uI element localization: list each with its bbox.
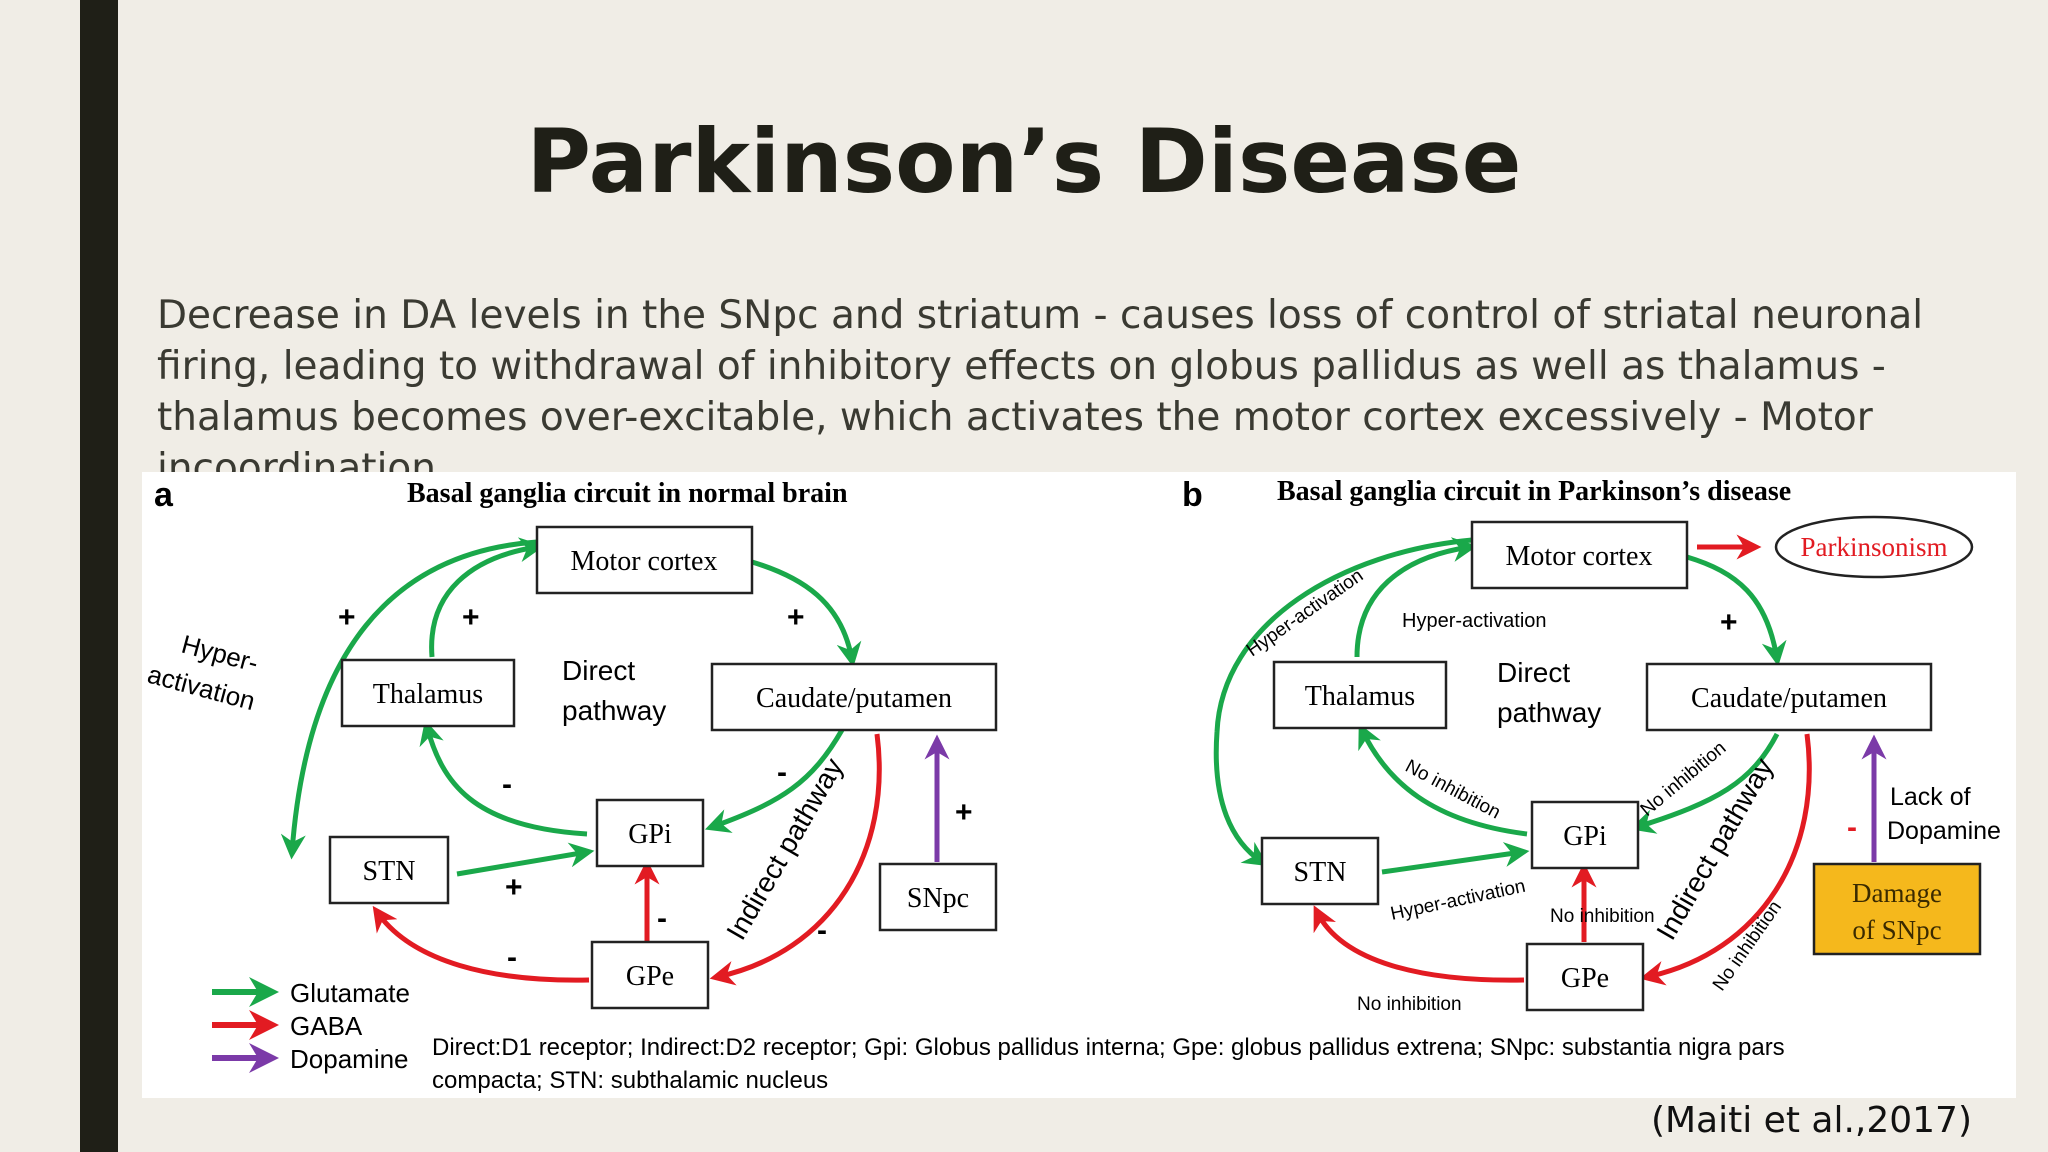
sign-minus-a-1: - <box>502 768 512 801</box>
label-dopamine-b: Dopamine <box>1887 817 2001 845</box>
label-no-inhibition-b-3: No inhibition <box>1550 906 1655 927</box>
figure-footnote-line1: Direct:D1 receptor; Indirect:D2 receptor… <box>432 1034 1785 1061</box>
node-parkinsonism-label: Parkinsonism <box>1800 532 1947 562</box>
arrow-motor-to-caudate-b <box>1686 554 1787 667</box>
sign-plus-b: + <box>1720 606 1738 639</box>
sign-plus-a-2: + <box>462 601 480 634</box>
node-motor-cortex-a-label: Motor cortex <box>571 546 718 577</box>
arrow-gpe-to-stn-b <box>1313 905 1525 983</box>
node-caudate-a <box>710 662 998 732</box>
node-damage-line1: Damage <box>1852 878 1942 908</box>
node-caudate-b <box>1645 662 1933 732</box>
figure-footnote-line2: compacta; STN: subthalamic nucleus <box>432 1067 828 1094</box>
arrow-caudate-to-gpi-b <box>1629 732 1780 834</box>
arrow-motor-to-stn <box>280 539 538 860</box>
panel-b-heading: Basal ganglia circuit in Parkinson’s dis… <box>1277 476 1791 507</box>
node-gpi-b-label: GPi <box>1563 821 1607 852</box>
node-motor-cortex-b <box>1470 520 1689 590</box>
sign-minus-a-2: - <box>777 756 787 789</box>
legend-gaba-label: GABA <box>290 1011 363 1041</box>
node-gpe-b-label: GPe <box>1561 963 1609 994</box>
label-lack-of: Lack of <box>1890 783 1971 811</box>
arrow-gpi-to-thalamus <box>419 719 588 837</box>
node-gpi-a <box>595 798 705 868</box>
node-thalamus-b <box>1272 660 1448 730</box>
node-motor-cortex-a <box>535 525 754 595</box>
sign-minus-b: - <box>1847 811 1857 844</box>
node-gpi-b <box>1530 800 1640 870</box>
arrow-caudate-to-gpi <box>704 728 845 833</box>
label-direct-a: Direct <box>562 655 635 686</box>
slide-title: Parkinson’s Disease <box>526 110 1522 213</box>
basal-ganglia-figure: a Basal ganglia circuit in normal brain … <box>142 472 2016 1098</box>
label-hyper-activation-b-2: Hyper-activation <box>1402 610 1547 632</box>
node-damage-snpc <box>1812 862 1982 956</box>
arrow-caudate-to-gpe <box>709 733 882 986</box>
sign-plus-a-4: + <box>505 871 523 904</box>
arrow-caudate-to-gpe-b <box>1639 733 1812 986</box>
node-caudate-a-label: Caudate/putamen <box>756 683 952 714</box>
node-thalamus-a-label: Thalamus <box>373 679 483 710</box>
sign-minus-a-3: - <box>657 902 667 935</box>
arrow-thalamus-to-motor <box>429 537 545 658</box>
node-caudate-b-label: Caudate/putamen <box>1691 683 1887 714</box>
panel-b-letter: b <box>1182 476 1203 514</box>
node-gpe-a-label: GPe <box>626 961 674 992</box>
arrow-motor-to-stn-b <box>1213 537 1473 867</box>
node-gpi-a-label: GPi <box>628 819 672 850</box>
sign-plus-a-3: + <box>787 601 805 634</box>
node-gpe-b <box>1525 942 1645 1012</box>
node-stn-a <box>328 835 450 905</box>
panel-a-letter: a <box>154 476 174 514</box>
arrow-gpi-to-thalamus-b <box>1358 723 1528 837</box>
node-thalamus-b-label: Thalamus <box>1305 681 1415 712</box>
sign-plus-a-1: + <box>338 601 356 634</box>
arrow-stn-to-gpi-b <box>1381 842 1530 875</box>
node-snpc-a-label: SNpc <box>907 883 969 914</box>
accent-bar <box>80 0 118 1152</box>
basal-ganglia-diagram: a Basal ganglia circuit in normal brain … <box>142 472 2016 1098</box>
node-parkinsonism <box>1774 515 1974 579</box>
node-thalamus-a <box>340 658 516 728</box>
citation: (Maiti et al.,2017) <box>1650 1100 1972 1141</box>
node-stn-b-label: STN <box>1294 857 1347 888</box>
sign-minus-a-5: - <box>817 914 827 947</box>
label-pathway-a: pathway <box>562 695 666 726</box>
label-pathway-b: pathway <box>1497 697 1601 728</box>
arrow-motor-to-caudate <box>751 559 862 668</box>
node-stn-a-label: STN <box>363 856 416 887</box>
legend-dopamine-label: Dopamine <box>290 1044 409 1074</box>
panel-b: b Basal ganglia circuit in Parkinson’s d… <box>1182 476 2001 1015</box>
panel-a-heading: Basal ganglia circuit in normal brain <box>407 478 848 509</box>
arrow-thalamus-to-motor-b <box>1354 537 1478 658</box>
sign-minus-a-4: - <box>507 941 517 974</box>
node-stn-b <box>1260 836 1380 906</box>
sign-plus-a-5: + <box>955 796 973 829</box>
node-damage-line2: of SNpc <box>1852 915 1941 945</box>
legend-glutamate-label: Glutamate <box>290 978 410 1008</box>
node-snpc-a <box>878 862 998 932</box>
arrow-gpe-to-stn <box>372 905 590 983</box>
arrow-stn-to-gpi <box>456 842 595 877</box>
label-direct-b: Direct <box>1497 657 1570 688</box>
legend: Glutamate GABA Dopamine <box>212 977 410 1074</box>
node-gpe-a <box>590 940 710 1010</box>
node-motor-cortex-b-label: Motor cortex <box>1506 541 1653 572</box>
slide-body-text: Decrease in DA levels in the SNpc and st… <box>157 293 1924 491</box>
label-no-inhibition-b-4: No inhibition <box>1357 994 1462 1015</box>
